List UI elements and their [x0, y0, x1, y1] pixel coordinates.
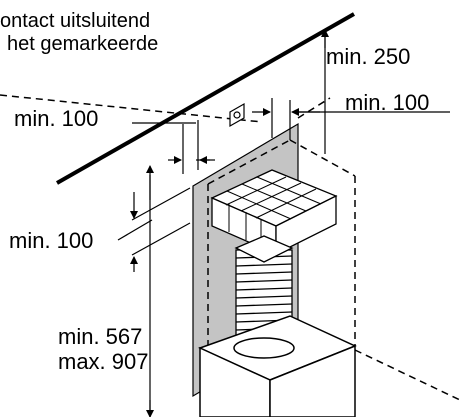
wall-outline-dashed	[0, 94, 331, 123]
dimension-min-100-right: min. 100	[345, 90, 430, 115]
ceiling-line	[56, 12, 355, 185]
dimension-min-100-left: min. 100	[9, 228, 94, 253]
top-note-line2: het gemarkeerde	[7, 33, 159, 55]
top-note-line1: ontact uitsluitend	[0, 10, 151, 32]
dimension-min-250: min. 250	[326, 44, 411, 69]
top-note: ontact uitsluitend het gemarkeerde	[0, 10, 158, 56]
hood-body	[198, 315, 357, 417]
dimension-lines	[117, 29, 450, 417]
dimension-min-567: min. 567	[58, 324, 143, 349]
dimension-min-100-mid: min. 100	[14, 106, 99, 131]
filter-block	[210, 169, 338, 263]
dimension-max-907: max. 907	[58, 349, 149, 374]
socket-icon	[229, 102, 245, 128]
